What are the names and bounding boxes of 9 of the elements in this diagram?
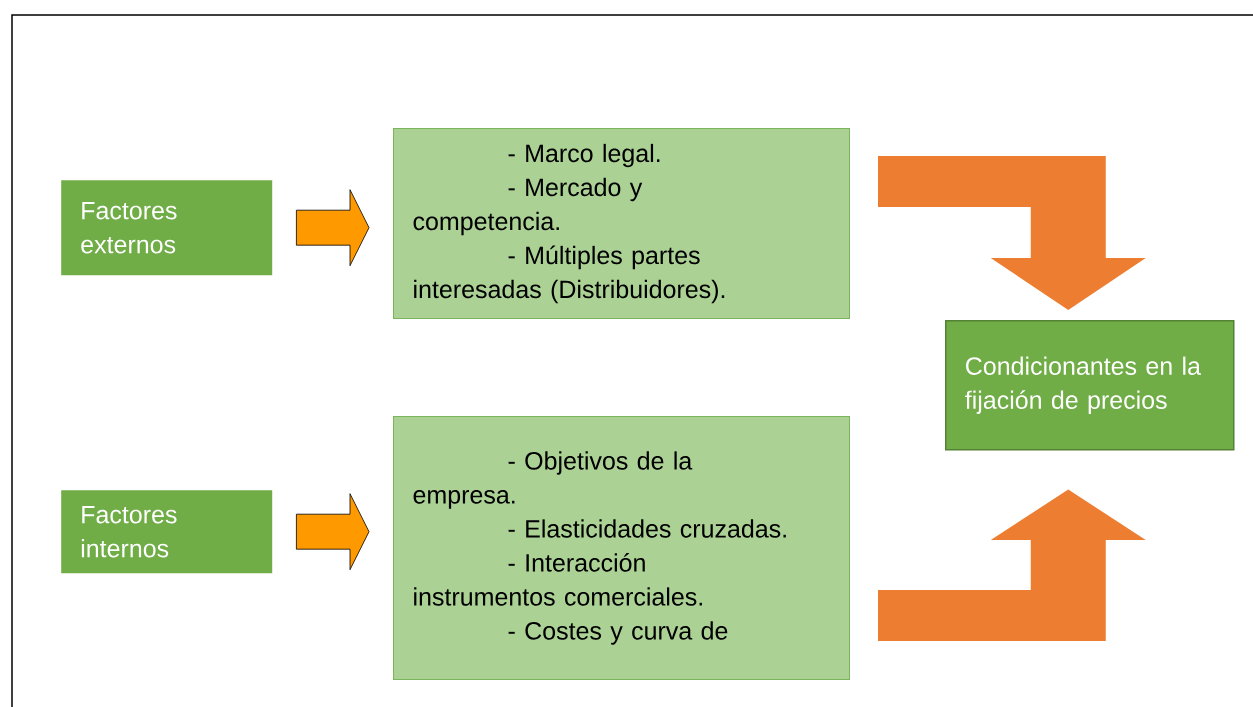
block-arrow xyxy=(296,189,370,267)
bent-arrow xyxy=(878,489,1146,641)
result-box: Condicionantes en la fijación de precios xyxy=(945,320,1235,451)
factor-box: Factores internos xyxy=(61,490,273,574)
block-arrow xyxy=(296,493,370,571)
bent-arrow xyxy=(878,156,1146,310)
factor-box: Factores externos xyxy=(61,180,273,276)
list-box: - Marco legal. - Mercado y competencia. - Múltiples partes interesadas (Distribuidores). xyxy=(393,128,850,319)
list-box: - Objetivos de la empresa. - Elasticidades cruzadas. - Interacción instrumentos comerciales. - Costes y curva de xyxy=(393,416,850,680)
